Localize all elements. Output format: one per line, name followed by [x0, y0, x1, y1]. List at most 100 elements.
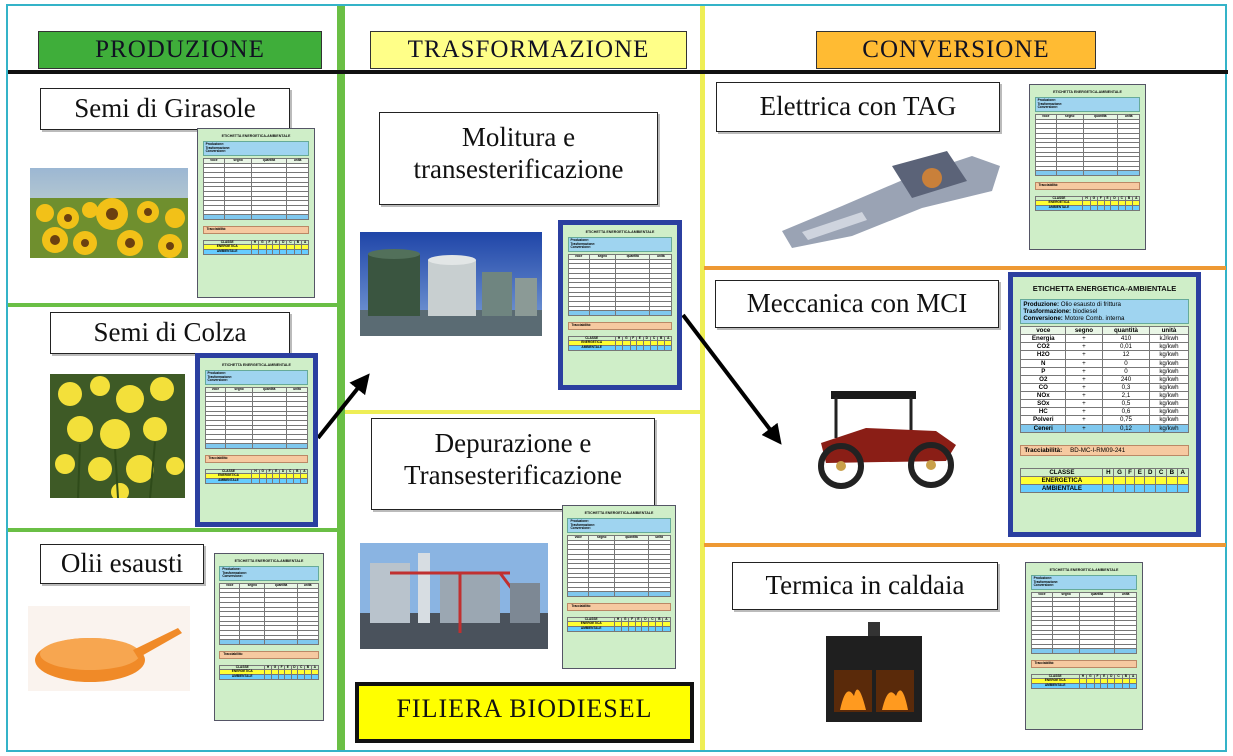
- cell-quantita: 0,5: [1101, 399, 1151, 409]
- cell-voce: CO2: [1020, 342, 1067, 352]
- produzione-header: PRODUZIONE: [38, 31, 322, 69]
- label-conversione-value: Motore Comb. interna: [1064, 314, 1125, 322]
- molitura-title-line1: Molitura e: [461, 122, 576, 152]
- class-ambientale-cell: [613, 625, 623, 632]
- cell-unita: kg/kwh: [1149, 374, 1189, 384]
- cell-unita: [285, 443, 309, 449]
- table-row: [567, 310, 673, 316]
- label-title: ETICHETTA ENERGETICA-AMBIENTALE: [584, 511, 654, 515]
- label-title: ETICHETTA ENERGETICA-AMBIENTALE: [1049, 568, 1119, 572]
- class-letter: G: [1113, 467, 1126, 477]
- class-ambientale-cell: [279, 248, 288, 255]
- cell-unita: [1117, 170, 1141, 176]
- class-ambientale-cell: [655, 625, 664, 632]
- class-energetica-cell: [1176, 475, 1189, 486]
- class-ambientale: AMBIENTALE: [219, 673, 266, 680]
- class-ambientale-cell: [1114, 682, 1123, 689]
- class-energetica-cell: [1144, 475, 1157, 486]
- conv-divider-2: [704, 543, 1226, 547]
- label-trasformazione-key: Trasformazione:: [205, 145, 231, 150]
- class-ambientale-cell: [664, 344, 673, 351]
- class-header: CLASSE: [1020, 467, 1104, 477]
- depurazione-title-line2: Transesterificazione: [404, 460, 622, 490]
- label-title: ETICHETTA ENERGETICA-AMBIENTALE: [221, 134, 291, 138]
- cell-voce: [219, 639, 241, 645]
- cell-unita: kg/kwh: [1149, 350, 1189, 360]
- cell-quantita: [251, 443, 287, 449]
- label-trasformazione-key: Trasformazione:: [570, 241, 596, 246]
- label-tracciabilita: Tracciabilità:: [1030, 659, 1138, 668]
- cell-unita: kg/kwh: [1149, 358, 1189, 368]
- class-energetica-cell: [1165, 475, 1178, 486]
- table-row: [1030, 648, 1138, 654]
- class-ambientale-cell: [293, 477, 302, 484]
- class-ambientale: AMBIENTALE: [1030, 682, 1080, 689]
- cell-voce: [567, 310, 590, 316]
- class-ambientale-cell: [1110, 204, 1119, 211]
- col-segno: segno: [1065, 325, 1103, 336]
- tracciabilita-key: Tracciabilità:: [1034, 660, 1055, 665]
- trasformazione-header: TRASFORMAZIONE: [370, 31, 687, 69]
- class-ambientale-cell: [1176, 483, 1189, 494]
- class-ambientale-cell: [657, 344, 666, 351]
- class-letter: D: [1144, 467, 1157, 477]
- class-ambientale: AMBIENTALE: [1034, 204, 1084, 211]
- class-ambientale-cell: [1134, 483, 1146, 494]
- class-ambientale-cell: [662, 625, 671, 632]
- class-energetica-cell: [1134, 475, 1146, 486]
- elettrica-title-box: Elettrica con TAG: [716, 82, 1000, 132]
- class-ambientale-cell: [1113, 483, 1126, 494]
- class-ambientale-cell: [258, 248, 267, 255]
- table-row: [567, 591, 671, 597]
- cell-quantita: [251, 214, 287, 220]
- class-ambientale-cell: [1078, 682, 1088, 689]
- depurazione-title-line1: Depurazione e: [434, 428, 592, 458]
- class-ambientale-cell: [264, 673, 272, 680]
- cell-voce: [204, 443, 227, 449]
- class-ambientale-cell: [1089, 204, 1099, 211]
- tracciabilita-key: Tracciabilità:: [571, 603, 591, 608]
- cell-segno: [239, 639, 266, 645]
- label-produzione-value: Olio esausto di frittura: [1060, 300, 1121, 308]
- class-ambientale-cell: [1103, 204, 1112, 211]
- termica-title-box: Termica in caldaia: [732, 562, 998, 610]
- cell-quantita: [615, 310, 651, 316]
- cell-voce: [567, 591, 590, 597]
- header-rule: [8, 70, 1228, 74]
- cell-voce: H2O: [1020, 350, 1067, 360]
- label-trasformazione-key: Trasformazione:: [1037, 101, 1063, 106]
- class-ambientale-cell: [642, 344, 651, 351]
- conv-divider-1: [704, 266, 1226, 270]
- cell-segno: [224, 214, 253, 220]
- col-voce: voce: [1020, 325, 1067, 336]
- prod-divider-2: [8, 528, 338, 532]
- label-produzione-key: Produzione:: [222, 567, 241, 572]
- class-ambientale-cell: [1100, 682, 1109, 689]
- tracciabilita-key: Tracciabilità:: [571, 322, 592, 327]
- class-energetica-cell: [1155, 475, 1167, 486]
- label-trasformazione-key: Trasformazione:: [222, 570, 247, 575]
- class-ambientale-cell: [1107, 682, 1116, 689]
- class-ambientale-cell: [641, 625, 650, 632]
- label-trasformazione-key: Trasformazione:: [570, 522, 596, 527]
- cell-segno: [225, 443, 253, 449]
- cell-quantita: [1079, 648, 1115, 654]
- class-ambientale-cell: [293, 248, 303, 255]
- cell-unita: [296, 639, 319, 645]
- cell-unita: kg/kwh: [1149, 366, 1189, 376]
- cell-quantita: [1082, 170, 1119, 176]
- cell-unita: kg/kwh: [1149, 342, 1189, 352]
